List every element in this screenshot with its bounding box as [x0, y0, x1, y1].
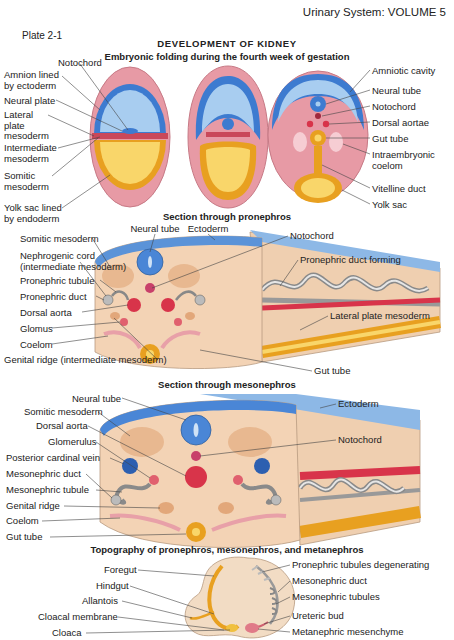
plate-title: DEVELOPMENT OF KIDNEY	[157, 38, 296, 49]
part-label: Amniotic cavity	[372, 66, 435, 77]
section-heading: Embryonic folding during the fourth week…	[105, 51, 350, 62]
part-label: Cloacal membrane	[38, 612, 118, 623]
part-label: Neural tube	[372, 86, 421, 97]
part-label: Foregut	[104, 565, 137, 576]
mesonephros-section	[100, 394, 420, 547]
part-label: Gut tube	[314, 366, 350, 377]
part-label: Yolk sac lined by endoderm	[4, 203, 66, 224]
part-label: Genital ridge	[6, 501, 60, 512]
part-label: Somitic mesoderm	[20, 234, 99, 245]
part-label: Neural tube	[72, 394, 121, 405]
section-heading: Section through pronephros	[163, 211, 291, 222]
part-label: Glomerulus	[48, 437, 97, 448]
embryo-topography	[185, 557, 295, 638]
part-label: Hindgut	[96, 581, 129, 592]
part-label: Ureteric bud	[292, 611, 344, 622]
part-label: Lateral plate mesoderm	[330, 311, 430, 322]
part-label: Ectoderm	[338, 399, 379, 410]
part-label: Dorsal aorta	[36, 421, 88, 432]
part-label: Coelom	[6, 516, 39, 527]
pronephros-section	[95, 230, 440, 369]
part-label: Dorsal aortae	[372, 118, 429, 129]
part-label: Notochord	[290, 231, 334, 242]
part-label: Amnion lined by ectoderm	[4, 70, 66, 91]
volume-header: Urinary System: VOLUME 5	[303, 6, 446, 19]
part-label: Mesonephric duct	[292, 576, 367, 587]
part-label: Mesonephric tubule	[6, 485, 89, 496]
part-label: Neural tube	[130, 224, 179, 235]
part-label: Gut tube	[6, 532, 42, 543]
part-label: Posterior cardinal vein	[6, 453, 100, 464]
part-label: Lateral plate mesoderm	[4, 110, 56, 142]
part-label: Genital ridge (intermediate mesoderm)	[4, 355, 167, 366]
part-label: Notochord	[372, 102, 416, 113]
part-label: Mesonephric tubules	[292, 592, 380, 603]
part-label: Gut tube	[372, 134, 408, 145]
part-label: Pronephric duct	[20, 292, 87, 303]
part-label: Somitic mesoderm	[4, 171, 56, 192]
plate-number: Plate 2-1	[22, 30, 62, 42]
section-heading: Section through mesonephros	[158, 379, 296, 390]
leader-lines	[48, 64, 370, 208]
section-heading: Topography of pronephros, mesonephros, a…	[90, 544, 363, 555]
part-label: Intermediate mesoderm	[4, 143, 62, 164]
part-label: Glomus	[20, 324, 53, 335]
embryo-early	[90, 67, 170, 207]
part-label: Pronephric tubule	[20, 276, 94, 287]
part-label: Metanephric mesenchyme	[292, 627, 403, 638]
embryo-folding	[188, 66, 268, 208]
part-label: Notochord	[338, 435, 382, 446]
part-label: Somitic mesoderm	[24, 407, 103, 418]
part-label: Pronephric tubules degenerating	[292, 560, 429, 571]
part-label: Yolk sac	[372, 200, 407, 211]
part-label: Allantois	[82, 596, 118, 607]
embryo-folded	[268, 71, 368, 203]
part-label: Neural plate	[4, 96, 55, 107]
part-label: Nephrogenic cord (intermediate mesoderm)	[20, 251, 140, 272]
part-label: Coelom	[20, 340, 53, 351]
part-label: Pronephric duct forming	[300, 255, 401, 266]
part-label: Cloaca	[52, 628, 82, 639]
part-label: Mesonephric duct	[6, 469, 81, 480]
part-label: Ectoderm	[188, 224, 229, 235]
part-label: Intraembryonic coelom	[372, 150, 448, 171]
part-label: Notochord	[58, 58, 102, 69]
leader-lines	[42, 398, 336, 537]
part-label: Dorsal aorta	[20, 308, 72, 319]
part-label: Vitelline duct	[372, 184, 426, 195]
